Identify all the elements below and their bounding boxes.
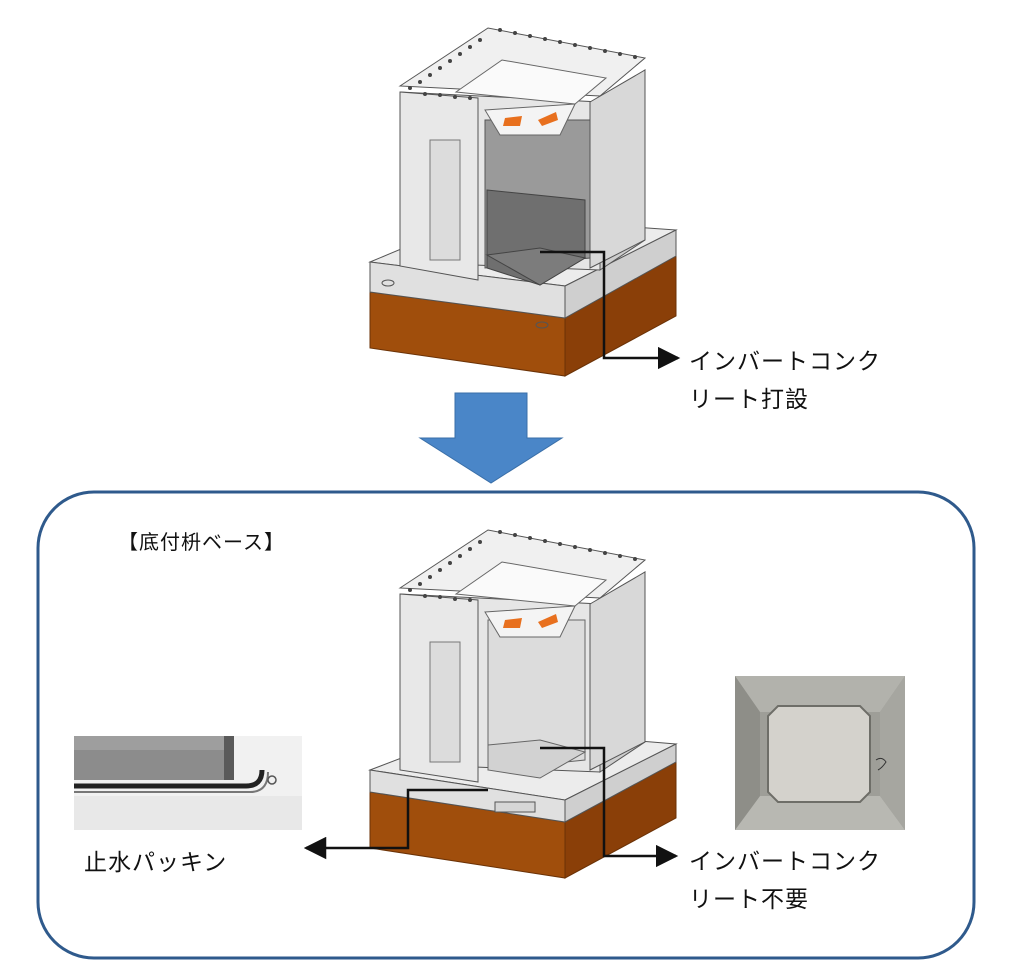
top-slab-hole-left	[381, 279, 395, 287]
bottom-base-slab-side	[564, 743, 677, 823]
top-callout-line1: インバートコンク	[689, 349, 881, 375]
top-rim-holes	[408, 28, 637, 100]
bottom-orange-plate-left	[503, 618, 522, 628]
bottom-left-pillar-groove	[429, 641, 461, 763]
top-base-slab-side	[564, 229, 677, 319]
interior-photo	[735, 676, 905, 830]
bottom-box-floor	[487, 739, 587, 779]
flow-down-arrow	[418, 392, 564, 484]
packing-label: 止水パッキン	[84, 850, 228, 876]
bottom-callout-line2: リート不要	[689, 887, 809, 913]
top-callout-line2: リート打設	[689, 387, 809, 413]
top-right-pillar	[589, 69, 646, 269]
bottom-rim-holes	[408, 530, 637, 602]
bottom-section-frame	[36, 490, 976, 960]
top-catch-basin-model	[368, 27, 678, 377]
bottom-catch-basin-model	[368, 529, 678, 879]
packing-callout-leader	[303, 788, 488, 860]
bottom-right-pillar	[589, 571, 646, 771]
top-left-pillar-groove	[429, 139, 461, 261]
bottom-invert-callout-label: インバートコンク リート不要	[689, 843, 881, 919]
bottom-invert-callout-leader	[540, 746, 679, 868]
bottom-callout-line1: インバートコンク	[689, 849, 881, 875]
bottom-funnel	[484, 605, 576, 638]
top-slab-hole-right	[535, 321, 549, 329]
bottom-orange-plate-right	[538, 614, 558, 628]
bottom-slab-slot	[494, 801, 536, 813]
top-invert-callout-label: インバートコンク リート打設	[689, 343, 881, 419]
top-orange-plate-right	[538, 112, 558, 126]
top-invert-concrete-top	[485, 247, 587, 286]
section-title: 【底付枡ベース】	[118, 530, 285, 554]
top-callout-leader	[540, 250, 681, 370]
top-orange-plate-left	[503, 116, 522, 126]
top-funnel	[484, 103, 576, 136]
bottom-rim-opening	[454, 561, 608, 607]
packing-photo	[74, 736, 302, 830]
top-rim-opening	[454, 59, 608, 105]
